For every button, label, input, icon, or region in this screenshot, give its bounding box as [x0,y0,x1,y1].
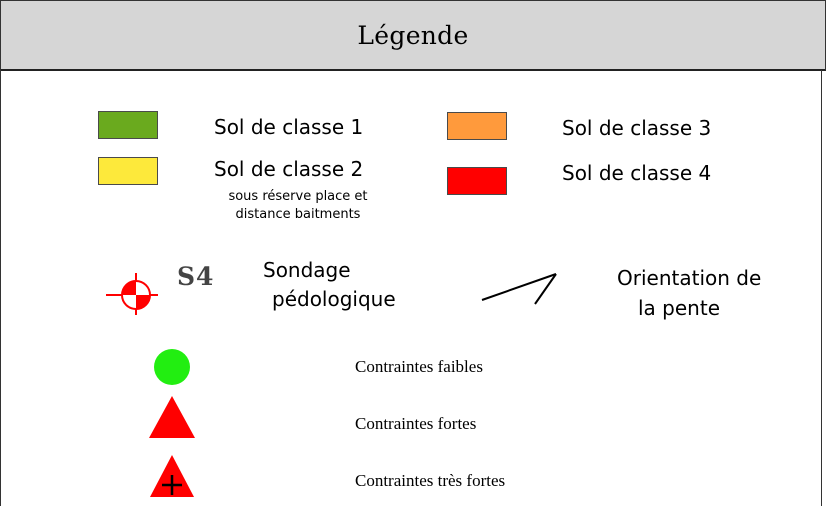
soil-class-4-label: Sol de classe 4 [562,161,712,185]
soil-class-3-label: Sol de classe 3 [562,116,712,140]
soil-class-2-swatch [98,157,158,185]
slope-arrow-icon [481,273,557,305]
constraint-high-label: Contraintes fortes [355,414,477,433]
soil-class-1-label: Sol de classe 1 [214,115,364,139]
red-triangle-plus-icon [150,455,194,497]
slope-label-line2: la pente [638,296,720,320]
survey-code-label: S4 [177,262,215,291]
soil-class-2-label: Sol de classe 2 [214,157,364,181]
survey-label-line1: Sondage [263,258,351,282]
legend-body [0,70,822,506]
soil-class-1-swatch [98,111,158,139]
red-triangle-icon [149,396,195,438]
survey-target-icon [106,273,158,315]
constraint-low-label: Contraintes faibles [355,357,483,376]
soil-class-2-note-line1: sous réserve place et [228,189,368,204]
green-circle-icon [154,349,190,385]
soil-class-3-swatch [447,112,507,140]
constraint-very-high-label: Contraintes très fortes [355,471,506,490]
legend-header: Légende [0,0,826,71]
slope-label-line1: Orientation de [617,266,762,290]
soil-class-2-note-line2: distance baitments [235,207,361,222]
soil-class-2-note: sous réserve place et distance baitments [198,188,398,224]
soil-class-4-swatch [447,167,507,195]
survey-label-line2: pédologique [272,287,396,311]
legend-title: Légende [357,20,469,50]
